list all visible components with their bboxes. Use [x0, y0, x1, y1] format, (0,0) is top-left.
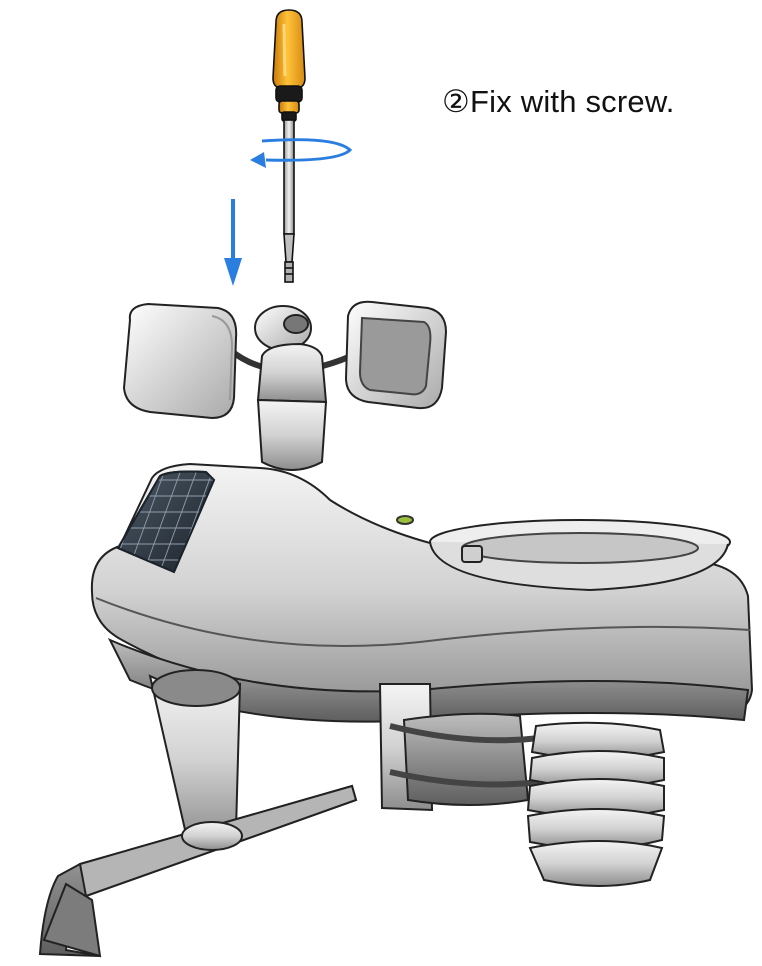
rotate-arrow-icon: [250, 140, 350, 168]
anemometer: [124, 302, 446, 470]
screwdriver-icon: [273, 10, 305, 282]
down-arrow-icon: [224, 199, 242, 286]
